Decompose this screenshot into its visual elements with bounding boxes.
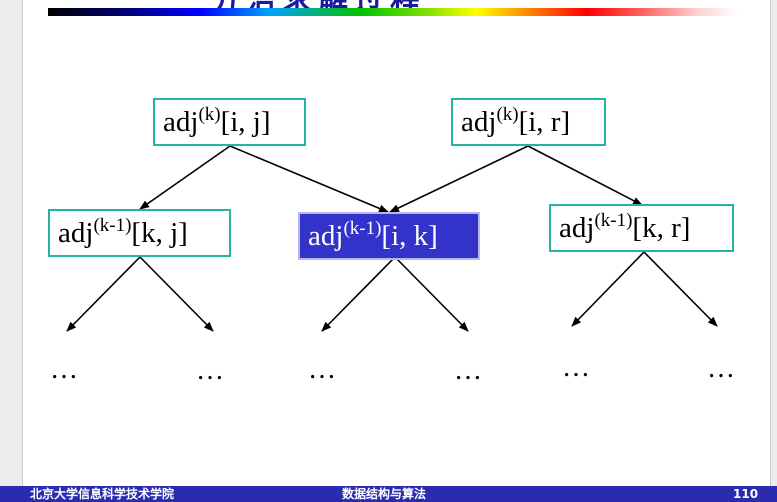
footer-page-number: 110 xyxy=(733,487,759,501)
footer-institution: 北京大学信息科学技术学院 xyxy=(30,487,175,501)
edge-n5-right xyxy=(643,251,718,327)
node-base: adj xyxy=(163,106,199,138)
tree-connectors xyxy=(66,145,718,332)
node-args: [i, k] xyxy=(381,220,438,252)
node-base: adj xyxy=(58,217,94,249)
tree-node-adj-k1-i-k-highlighted: adj(k-1)[i, k] xyxy=(298,212,480,260)
ellipsis-5: … xyxy=(562,352,590,383)
edge-n2-n4 xyxy=(389,145,529,213)
footer-course: 数据结构与算法 xyxy=(342,487,427,501)
edge-n1-n3 xyxy=(139,145,231,210)
edge-n5-left xyxy=(571,251,645,327)
ellipsis-3: … xyxy=(308,354,336,385)
slide-footer: 北京大学信息科学技术学院 数据结构与算法 110 xyxy=(0,486,777,502)
tree-node-adj-k1-k-j: adj(k-1)[k, j] xyxy=(48,209,231,257)
title-rainbow-bar xyxy=(48,8,738,16)
tree-node-adj-k-i-j: adj(k)[i, j] xyxy=(153,98,306,146)
edge-n4-right xyxy=(394,256,469,332)
node-superscript: (k-1) xyxy=(594,210,633,231)
node-args: [k, r] xyxy=(632,212,691,244)
slide-title: 分治求解过程 xyxy=(210,0,426,8)
ellipsis-6: … xyxy=(707,353,735,384)
node-superscript: (k-1) xyxy=(343,218,382,239)
ellipsis-1: … xyxy=(50,354,78,385)
edge-n1-n4 xyxy=(229,145,389,213)
node-args: [i, j] xyxy=(220,106,271,138)
node-args: [i, r] xyxy=(518,106,571,138)
title-clip: 分治求解过程 xyxy=(0,0,777,8)
node-base: adj xyxy=(559,212,595,244)
tree-node-adj-k-i-r: adj(k)[i, r] xyxy=(451,98,606,146)
node-superscript: (k) xyxy=(198,104,221,125)
node-base: adj xyxy=(461,106,497,138)
ellipsis-2: … xyxy=(196,355,224,386)
edge-n3-left xyxy=(66,256,141,332)
edge-n4-left xyxy=(321,256,396,332)
node-base: adj xyxy=(308,220,344,252)
node-superscript: (k-1) xyxy=(93,215,132,236)
tree-node-adj-k1-k-r: adj(k-1)[k, r] xyxy=(549,204,734,252)
node-args: [k, j] xyxy=(131,217,188,249)
edge-n3-right xyxy=(139,256,214,332)
node-superscript: (k) xyxy=(496,104,519,125)
ellipsis-4: … xyxy=(454,355,482,386)
edge-n2-n5 xyxy=(527,145,643,206)
left-slide-gutter xyxy=(0,0,23,486)
right-slide-gutter xyxy=(770,0,777,486)
